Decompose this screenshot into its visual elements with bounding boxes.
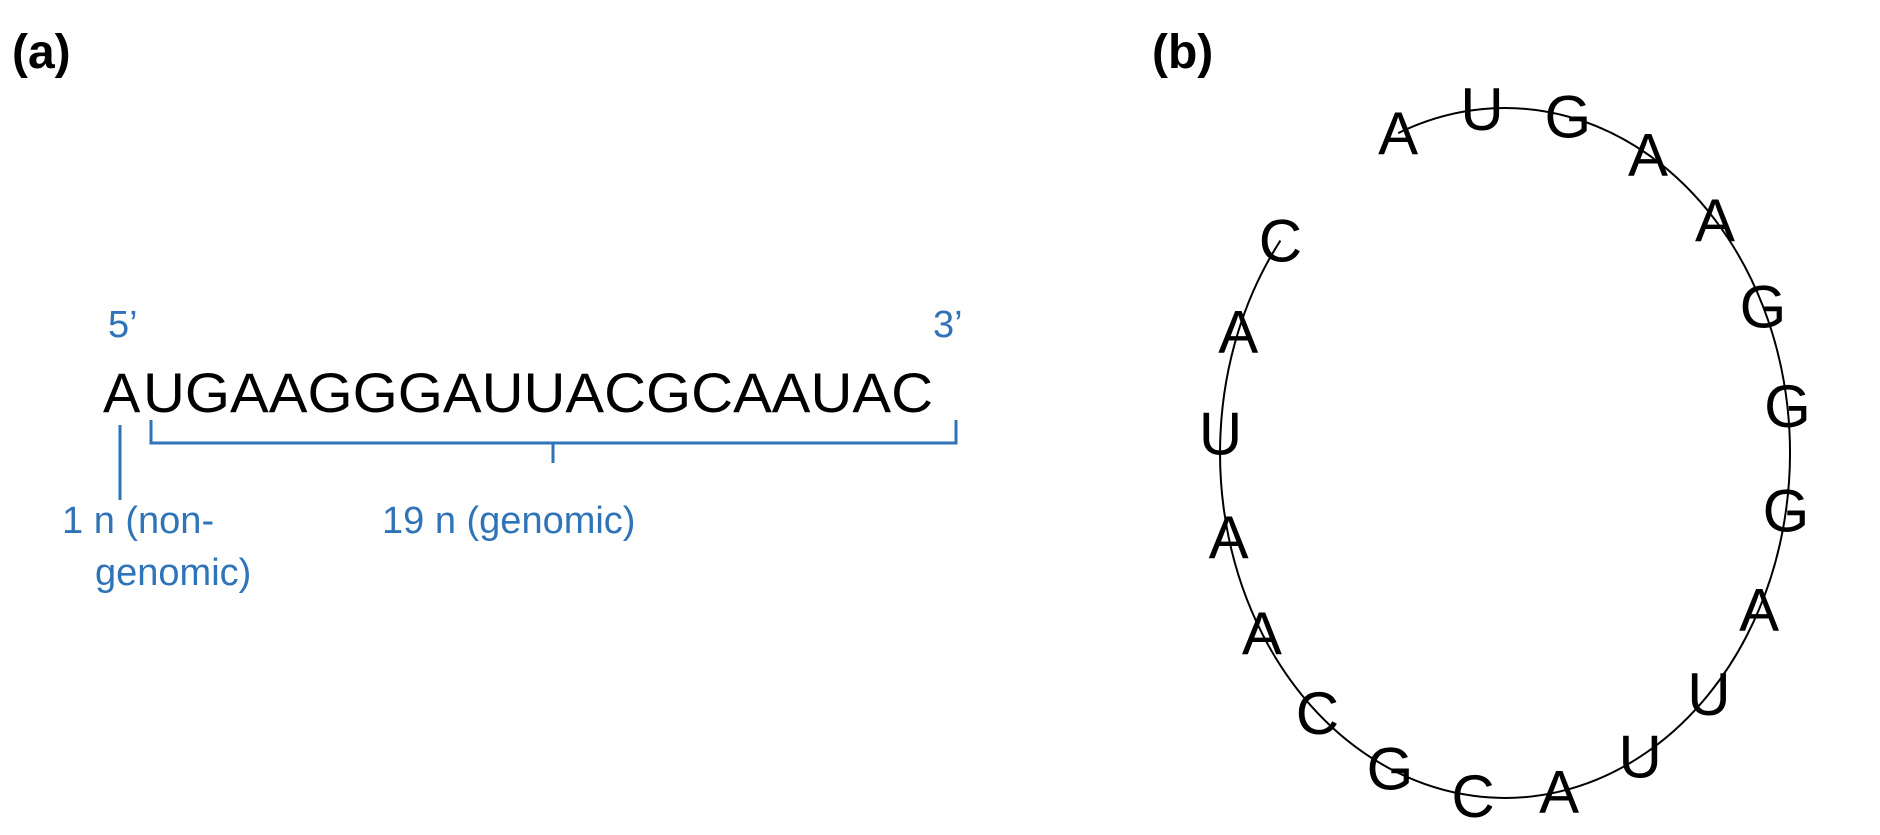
nongenomic-label-line1: 1 n (non- xyxy=(62,500,214,542)
nucleotide-2: U xyxy=(1460,76,1503,143)
nucleotide-15: C xyxy=(1296,680,1339,747)
panel-a-label: (a) xyxy=(12,26,71,79)
nucleotide-13: C xyxy=(1451,763,1494,830)
nucleotide-12: A xyxy=(1539,759,1579,826)
genomic-bracket xyxy=(149,420,958,463)
nucleotide-17: A xyxy=(1209,504,1249,571)
genomic-sequence: UGAAGGGAUUACGCAAUAC xyxy=(143,361,933,424)
nucleotide-1: A xyxy=(1378,100,1418,167)
nucleotide-10: U xyxy=(1687,661,1730,728)
nucleotide-5: A xyxy=(1695,187,1735,254)
rna-backbone-ring xyxy=(1219,106,1792,799)
nucleotide-8: G xyxy=(1763,477,1810,544)
five-prime-label: 5’ xyxy=(108,304,138,346)
nucleotide-9: A xyxy=(1739,576,1779,643)
nucleotide-16: A xyxy=(1242,600,1282,667)
genomic-label: 19 n (genomic) xyxy=(382,500,635,542)
nongenomic-nucleotide: A xyxy=(103,361,141,424)
nucleotide-14: G xyxy=(1367,736,1414,803)
nucleotide-20: C xyxy=(1259,208,1302,275)
nucleotide-11: U xyxy=(1619,724,1662,791)
nucleotide-18: U xyxy=(1199,400,1242,467)
nucleotide-3: G xyxy=(1544,84,1591,151)
panel-b-label: (b) xyxy=(1152,26,1213,79)
nucleotide-6: G xyxy=(1740,273,1787,340)
nucleotide-4: A xyxy=(1628,122,1668,189)
three-prime-label: 3’ xyxy=(933,304,963,346)
nucleotide-19: A xyxy=(1218,298,1258,365)
nucleotide-7: G xyxy=(1764,373,1811,440)
nongenomic-label-line2: genomic) xyxy=(95,552,251,594)
